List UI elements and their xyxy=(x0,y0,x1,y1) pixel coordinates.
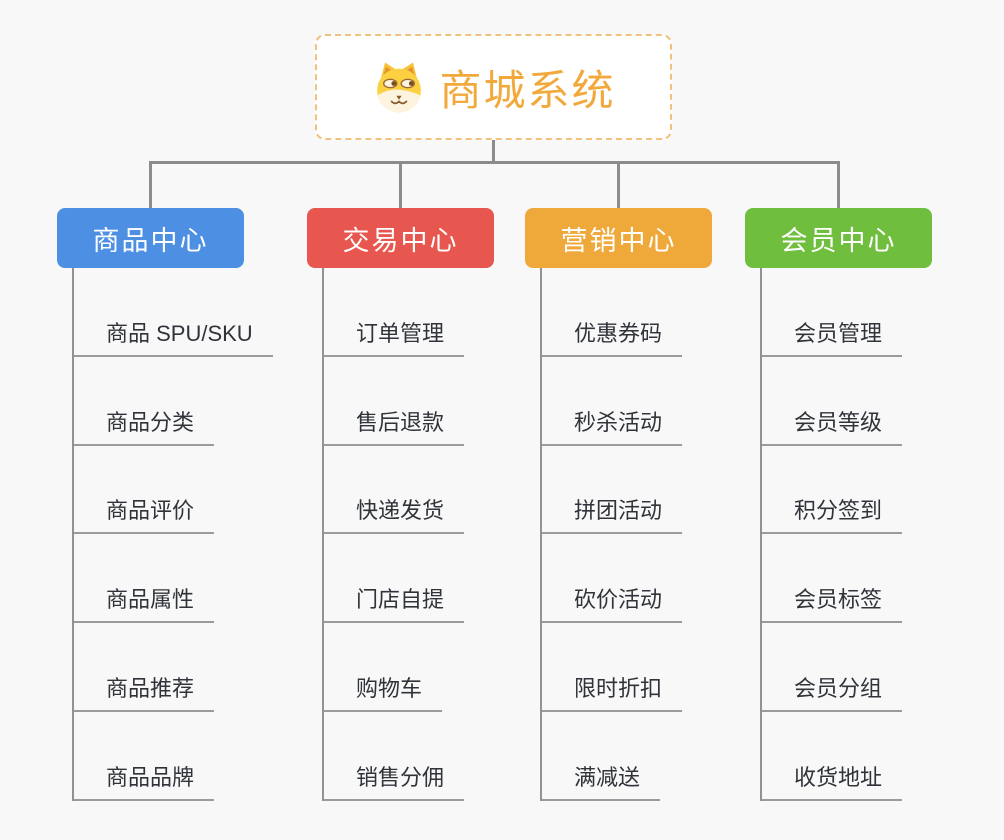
leaf-label[interactable]: 会员标签 xyxy=(760,582,903,624)
branch-label: 商品中心 xyxy=(92,225,209,256)
leaf-item: 商品 SPU/SKU xyxy=(72,268,309,357)
leaf-label[interactable]: 砍价活动 xyxy=(540,582,683,624)
leaf-item: 售后退款 xyxy=(322,357,559,446)
trunk-line xyxy=(322,268,324,801)
branch-marketing-center[interactable]: 营销中心 xyxy=(525,208,712,268)
leaf-item: 商品品牌 xyxy=(72,712,309,801)
leaf-label[interactable]: 限时折扣 xyxy=(540,671,683,712)
leaf-column-member: 会员管理 会员等级 积分签到 会员标签 会员分组 收货地址 xyxy=(745,268,997,801)
connector-root-drop xyxy=(492,140,495,161)
connector-drop-1 xyxy=(149,161,152,208)
leaf-label[interactable]: 拼团活动 xyxy=(540,493,683,535)
leaf-label[interactable]: 订单管理 xyxy=(322,316,465,357)
leaf-item: 门店自提 xyxy=(322,534,559,624)
dog-face-icon xyxy=(371,59,427,115)
branch-label: 营销中心 xyxy=(560,225,677,256)
root-title: 商城系统 xyxy=(439,66,616,114)
leaf-label[interactable]: 积分签到 xyxy=(760,493,903,535)
leaf-label[interactable]: 商品品牌 xyxy=(72,760,215,801)
leaf-label[interactable]: 快递发货 xyxy=(322,493,465,535)
branch-product-center[interactable]: 商品中心 xyxy=(57,208,244,268)
leaf-label[interactable]: 商品评价 xyxy=(72,493,215,535)
leaf-item: 秒杀活动 xyxy=(540,357,777,446)
leaf-column-marketing: 优惠券码 秒杀活动 拼团活动 砍价活动 限时折扣 满减送 xyxy=(525,268,777,801)
leaf-item: 拼团活动 xyxy=(540,446,777,535)
trunk-line xyxy=(72,268,74,801)
leaf-item: 满减送 xyxy=(540,712,777,801)
connector-drop-3 xyxy=(617,161,620,208)
connector-drop-2 xyxy=(399,161,402,208)
leaf-item: 限时折扣 xyxy=(540,623,777,712)
leaf-label[interactable]: 商品分类 xyxy=(72,405,215,446)
leaf-item: 购物车 xyxy=(322,623,559,712)
root-node[interactable]: 商城系统 xyxy=(315,34,672,140)
leaf-label[interactable]: 门店自提 xyxy=(322,582,465,624)
leaf-item: 会员管理 xyxy=(760,268,997,357)
leaf-label[interactable]: 会员等级 xyxy=(760,405,903,446)
leaf-label[interactable]: 会员管理 xyxy=(760,316,903,357)
leaf-label[interactable]: 秒杀活动 xyxy=(540,405,683,446)
leaf-item: 积分签到 xyxy=(760,446,997,535)
trunk-line xyxy=(540,268,542,801)
leaf-label[interactable]: 商品推荐 xyxy=(72,671,215,712)
leaf-item: 砍价活动 xyxy=(540,534,777,624)
leaf-label[interactable]: 满减送 xyxy=(540,760,661,801)
leaf-item: 销售分佣 xyxy=(322,712,559,801)
leaf-label[interactable]: 收货地址 xyxy=(760,760,903,801)
leaf-item: 快递发货 xyxy=(322,446,559,535)
leaf-item: 商品推荐 xyxy=(72,623,309,712)
leaf-item: 商品属性 xyxy=(72,534,309,624)
connector-drop-4 xyxy=(837,161,840,208)
leaf-item: 优惠券码 xyxy=(540,268,777,357)
leaf-label[interactable]: 商品属性 xyxy=(72,582,215,624)
trunk-line xyxy=(760,268,762,801)
leaf-label[interactable]: 商品 SPU/SKU xyxy=(72,316,273,357)
leaf-item: 收货地址 xyxy=(760,712,997,801)
leaf-item: 会员分组 xyxy=(760,623,997,712)
leaf-label[interactable]: 购物车 xyxy=(322,671,443,712)
leaf-column-trade: 订单管理 售后退款 快递发货 门店自提 购物车 销售分佣 xyxy=(307,268,559,801)
connector-hbar xyxy=(149,161,840,164)
leaf-column-product: 商品 SPU/SKU 商品分类 商品评价 商品属性 商品推荐 商品品牌 xyxy=(57,268,309,801)
leaf-item: 商品评价 xyxy=(72,446,309,535)
leaf-label[interactable]: 会员分组 xyxy=(760,671,903,712)
leaf-item: 订单管理 xyxy=(322,268,559,357)
leaf-label[interactable]: 优惠券码 xyxy=(540,316,683,357)
branch-label: 会员中心 xyxy=(780,225,897,256)
leaf-item: 会员标签 xyxy=(760,534,997,624)
leaf-label[interactable]: 售后退款 xyxy=(322,405,465,446)
leaf-item: 商品分类 xyxy=(72,357,309,446)
branch-member-center[interactable]: 会员中心 xyxy=(745,208,932,268)
leaf-item: 会员等级 xyxy=(760,357,997,446)
leaf-label[interactable]: 销售分佣 xyxy=(322,760,465,801)
branch-label: 交易中心 xyxy=(342,225,459,256)
branch-trade-center[interactable]: 交易中心 xyxy=(307,208,494,268)
